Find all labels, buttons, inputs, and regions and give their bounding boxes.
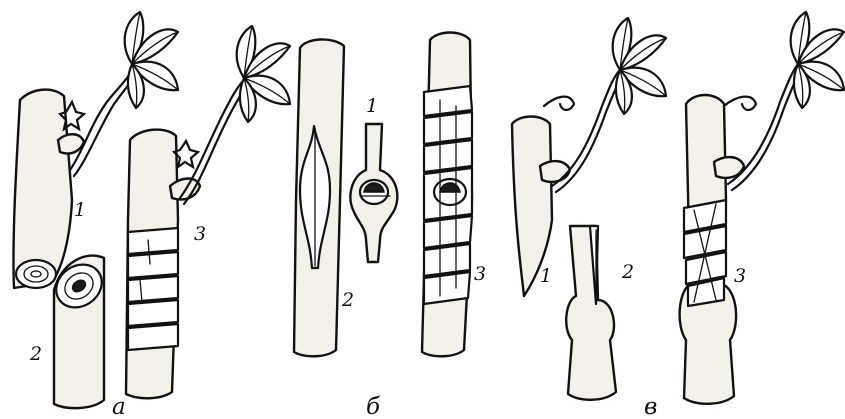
panel-b-bud [350,124,397,262]
panel-b-label-3: 3 [474,263,486,285]
panel-v-binding-wrap [684,200,726,306]
panel-b-caption: б [366,394,381,419]
panel-a-label-1: 1 [74,199,86,221]
panel-a-scion [13,70,134,288]
panel-v-caption: в [644,394,657,419]
panel-v-joined [680,64,802,404]
panel-b-label-1: 1 [366,95,378,117]
panel-v-label-3: 3 [734,265,746,287]
panel-b: 1 2 3 б [294,33,486,419]
panel-a: 1 2 3 а [13,12,290,419]
panel-v-scion [512,70,624,296]
panel-a-binding-wrap [128,228,178,350]
panel-a-rootstock [48,256,110,409]
panel-v: 1 2 3 в [512,12,844,419]
panel-b-binding-wrap [424,86,472,304]
panel-v-label-1: 1 [540,265,552,287]
panel-b-rootstock [294,39,344,356]
panel-a-joined [126,80,248,398]
panel-a-caption: а [112,394,126,419]
panel-b-joined [422,33,472,357]
panel-a-label-3: 3 [194,223,206,245]
panel-v-label-2: 2 [621,261,634,283]
panel-b-label-2: 2 [341,289,354,311]
panel-a-label-2: 2 [29,343,42,365]
panel-v-rootstock [566,226,616,400]
